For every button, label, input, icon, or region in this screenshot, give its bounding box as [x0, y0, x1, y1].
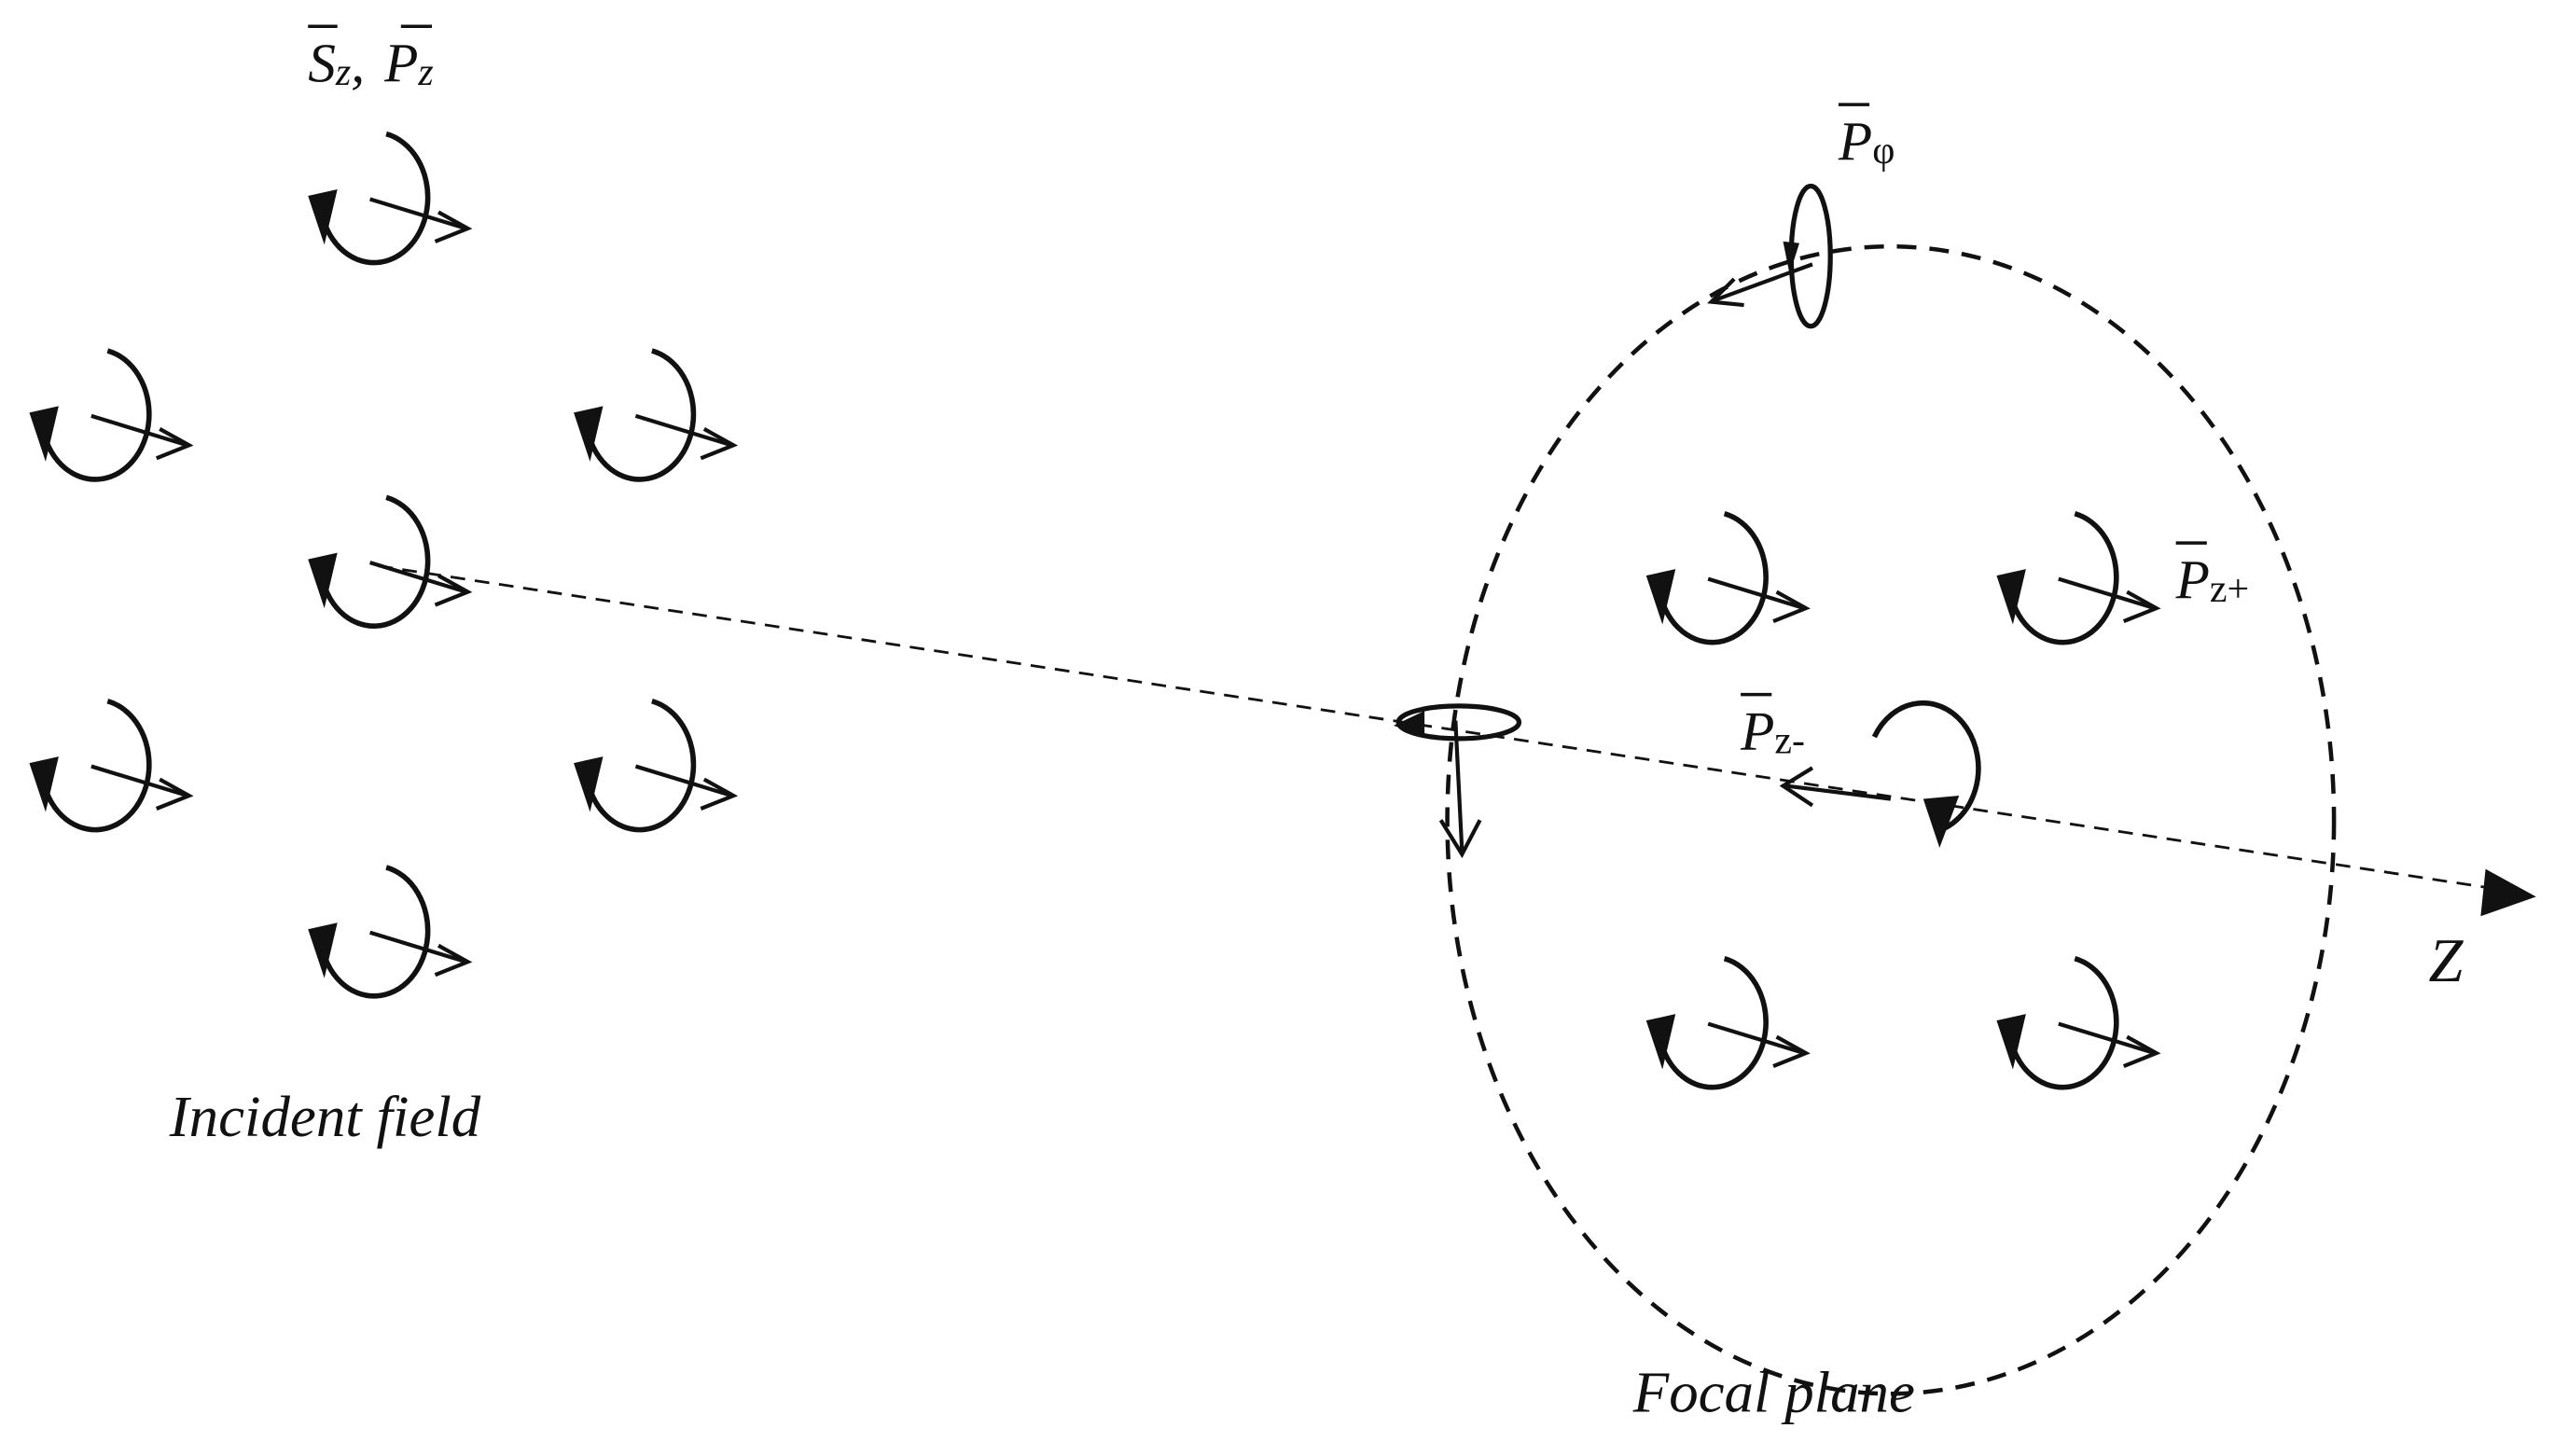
pz-minus-glyph: [1779, 700, 1981, 848]
incident-field-caption: Incident field: [169, 1084, 481, 1149]
svg-text:Pz+: Pz+: [2175, 549, 2250, 611]
p-subscript: z: [417, 51, 433, 94]
p-phi-sub: φ: [1872, 130, 1895, 173]
label-incident-symbols: Sz, Pz: [308, 24, 434, 94]
focal-plane-glyphs: [1646, 514, 2157, 1088]
focal-spin-glyph-lower-right: [1996, 959, 2156, 1088]
axis-label-z: Z: [2428, 927, 2464, 995]
incident-spin-glyph-lower-right: [574, 701, 733, 830]
p-z-minus-sub: z-: [1774, 720, 1805, 763]
svg-text:Pz-: Pz-: [1740, 700, 1805, 762]
z-axis: [378, 564, 2536, 917]
incident-spin-glyph-bottom: [308, 867, 467, 996]
focal-spin-glyph-lower-left: [1646, 959, 1806, 1088]
symbol-separator: ,: [351, 33, 365, 94]
label-p-phi: Pφ: [1838, 103, 1895, 173]
incident-field-glyphs: [29, 134, 733, 996]
focal-plane-caption: Focal plane: [1632, 1359, 1915, 1424]
p-symbol: P: [383, 33, 418, 94]
p-phi-base: P: [1838, 111, 1872, 173]
incident-spin-glyph-upper-right: [574, 351, 733, 479]
p-z-plus-base: P: [2175, 549, 2210, 611]
s-subscript: z: [335, 51, 351, 94]
label-p-z-plus: Pz+: [2175, 541, 2250, 611]
focal-plane-boundary: [1445, 243, 2337, 1396]
incident-spin-glyph-top: [308, 134, 467, 263]
s-symbol: S: [308, 33, 336, 94]
incident-spin-glyph-lower-left: [29, 701, 188, 830]
svg-text:Sz,Pz: Sz, Pz: [308, 33, 433, 94]
axis-spin-glyph: [1393, 703, 1522, 859]
axis-arrow-icon: [2480, 868, 2536, 917]
p-z-plus-sub: z+: [2210, 568, 2249, 611]
svg-text:Pφ: Pφ: [1838, 111, 1895, 173]
incident-spin-glyph-upper-left: [29, 351, 188, 479]
p-z-minus-base: P: [1740, 700, 1774, 762]
focal-spin-glyph-upper-right: [1996, 514, 2156, 643]
focal-spin-glyph-upper-left: [1646, 514, 1806, 643]
label-p-z-minus: Pz-: [1740, 692, 1805, 763]
incident-spin-glyph-center: [308, 497, 467, 626]
p-phi-glyph: [1707, 183, 1833, 329]
